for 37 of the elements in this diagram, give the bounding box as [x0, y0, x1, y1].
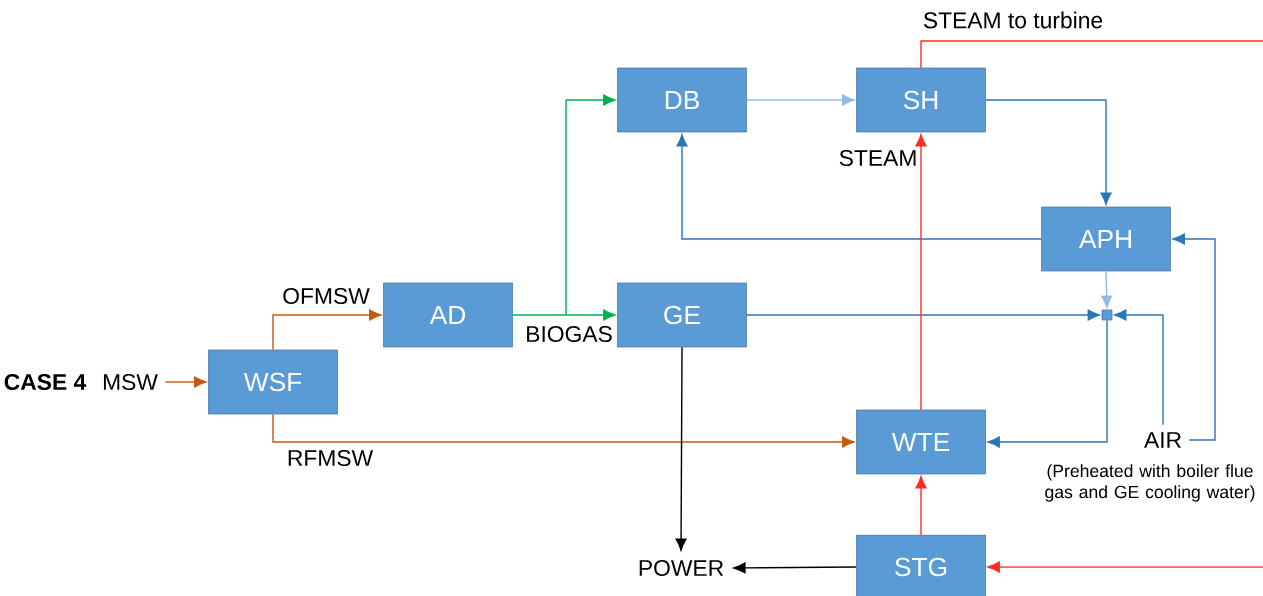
- arrow: [915, 134, 927, 411]
- edge-label: RFMSW: [288, 449, 374, 467]
- stream-label: MSW: [103, 373, 158, 391]
- arrow: [676, 134, 1042, 240]
- arrow: [565, 94, 616, 316]
- edge-label: BIOGAS: [527, 325, 612, 343]
- edge-label: STEAM: [839, 149, 916, 167]
- process-box: GE: [617, 282, 747, 348]
- arrow: [512, 309, 616, 321]
- arrow: [1114, 309, 1164, 426]
- arrow: [733, 562, 857, 574]
- process-box: APH: [1041, 206, 1171, 272]
- arrow: [746, 309, 1100, 321]
- arrow: [164, 376, 207, 388]
- case-label: CASE 4: [4, 373, 87, 391]
- junction-box: [1101, 309, 1113, 321]
- process-box: WSF: [208, 349, 338, 415]
- arrow: [915, 476, 927, 536]
- arrow: [987, 319, 1108, 448]
- note-text: (Preheated with boiler flue gas and GE cooling water): [1045, 464, 1255, 502]
- process-box: AD: [383, 282, 513, 348]
- arrow: [987, 561, 1263, 573]
- arrow: [675, 346, 687, 551]
- edge-label: OFMSW: [283, 287, 370, 305]
- stream-label: AIR: [1144, 432, 1181, 448]
- arrow: [1172, 233, 1216, 441]
- process-box: STG: [856, 534, 986, 596]
- arrow: [746, 94, 855, 106]
- process-box: SH: [856, 67, 986, 133]
- process-box: DB: [617, 67, 747, 133]
- arrow: [272, 309, 382, 351]
- stream-label: POWER: [639, 559, 724, 577]
- arrow: [1101, 270, 1113, 308]
- arrow: [272, 413, 855, 448]
- process-box: WTE: [856, 409, 986, 475]
- edge-label: STEAM to turbine: [923, 11, 1103, 29]
- arrow: [985, 99, 1112, 205]
